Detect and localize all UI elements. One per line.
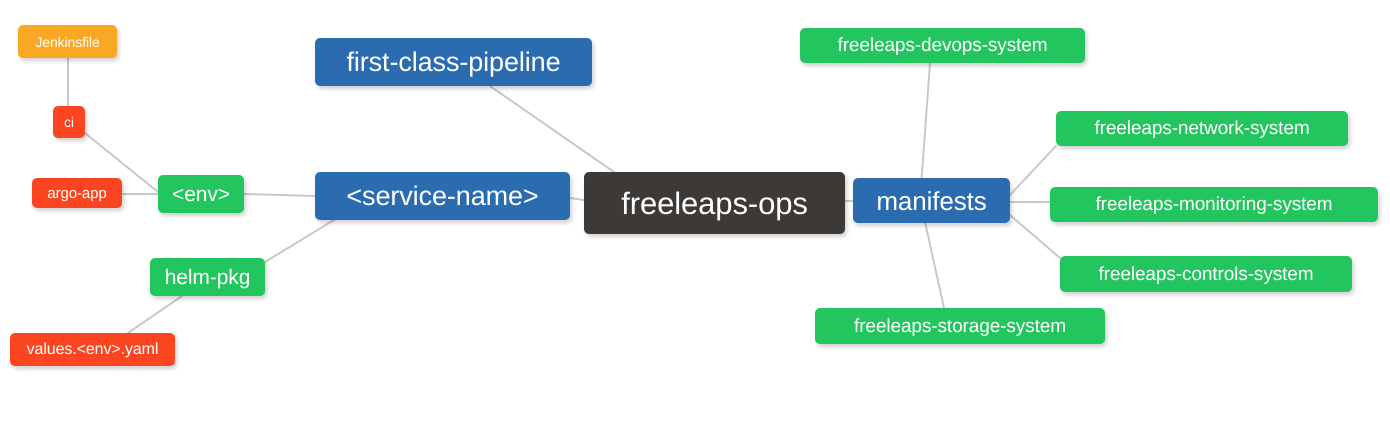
node-label: Jenkinsfile <box>35 33 100 50</box>
node-label: values.<env>.yaml <box>26 340 159 358</box>
node-label: freeleaps-storage-system <box>854 315 1066 337</box>
node-freeleaps-storage-system[interactable]: freeleaps-storage-system <box>815 308 1105 344</box>
node-label: first-class-pipeline <box>346 46 561 77</box>
edge-values-env-yaml-to-helm-pkg <box>127 295 183 334</box>
node-freeleaps-monitoring-system[interactable]: freeleaps-monitoring-system <box>1050 187 1378 222</box>
node-label: freeleaps-ops <box>621 185 808 221</box>
node-manifests[interactable]: manifests <box>853 178 1010 223</box>
edge-freeleaps-network-system-to-manifests <box>1009 145 1057 196</box>
node-freeleaps-network-system[interactable]: freeleaps-network-system <box>1056 111 1348 146</box>
edge-freeleaps-storage-system-to-manifests <box>924 221 945 309</box>
node-label: <service-name> <box>346 180 539 211</box>
node-label: argo-app <box>47 184 107 202</box>
edge-env-to-service-name <box>243 193 316 197</box>
node-values-env-yaml[interactable]: values.<env>.yaml <box>10 333 175 366</box>
node-label: freeleaps-devops-system <box>837 35 1048 56</box>
node-label: freeleaps-monitoring-system <box>1095 194 1333 215</box>
node-freeleaps-ops[interactable]: freeleaps-ops <box>584 172 845 234</box>
node-freeleaps-devops-system[interactable]: freeleaps-devops-system <box>800 28 1085 63</box>
node-label: helm-pkg <box>164 265 251 289</box>
edge-first-class-pipeline-to-freeleaps-ops <box>489 85 615 173</box>
node-env[interactable]: <env> <box>158 175 244 213</box>
node-argo-app[interactable]: argo-app <box>32 178 122 208</box>
edge-service-name-to-freeleaps-ops <box>569 197 585 201</box>
node-first-class-pipeline[interactable]: first-class-pipeline <box>315 38 592 86</box>
node-freeleaps-controls-system[interactable]: freeleaps-controls-system <box>1060 256 1352 292</box>
node-ci[interactable]: ci <box>53 106 85 138</box>
node-service-name[interactable]: <service-name> <box>315 172 570 220</box>
node-label: ci <box>64 114 74 130</box>
edge-helm-pkg-to-service-name <box>264 219 335 263</box>
node-helm-pkg[interactable]: helm-pkg <box>150 258 265 296</box>
node-label: freeleaps-controls-system <box>1098 263 1314 285</box>
node-jenkinsfile[interactable]: Jenkinsfile <box>18 25 117 58</box>
node-label: <env> <box>172 182 230 206</box>
node-label: freeleaps-network-system <box>1094 118 1310 139</box>
node-label: manifests <box>876 185 987 216</box>
